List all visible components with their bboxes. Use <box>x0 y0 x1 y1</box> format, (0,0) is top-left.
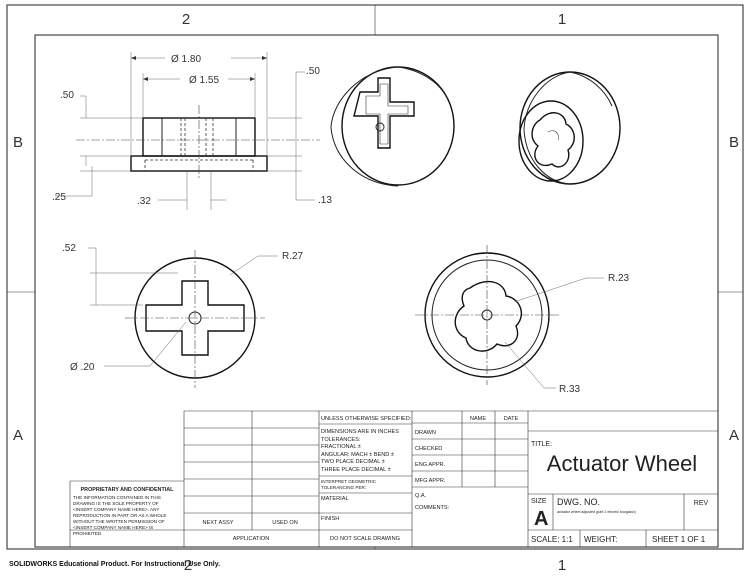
dim-left-height: .50 <box>60 90 74 101</box>
zone-label-right-a: A <box>729 427 739 444</box>
dim-base-height: .25 <box>52 192 66 203</box>
proprietary-line-6: <INSERT COMPANY NAME HERE> IS <box>73 525 153 530</box>
title-label: TITLE: <box>531 441 552 448</box>
rev-label: REV <box>694 500 709 507</box>
iso-view-trefoil <box>518 71 621 185</box>
dim-top-height: .50 <box>306 66 320 77</box>
app-used-on: USED ON <box>272 520 298 526</box>
dim-flange: .13 <box>318 195 332 206</box>
tol-line-1: DIMENSIONS ARE IN INCHES <box>321 429 399 435</box>
size-value: A <box>534 508 548 530</box>
approvals-eng-appr: ENG APPR. <box>415 462 446 468</box>
proprietary-line-7: PROHIBITED. <box>73 531 102 536</box>
zone-label-top-1: 1 <box>558 11 566 28</box>
top-view-trefoil <box>415 245 604 389</box>
dim-outer-dia: Ø 1.80 <box>171 54 201 65</box>
size-label: SIZE <box>531 498 547 505</box>
title-block-grid <box>69 410 718 547</box>
tol-interpret-1: INTERPRET GEOMETRIC <box>321 479 377 484</box>
weight-label: WEIGHT: <box>584 535 617 544</box>
dim-slot-width: .32 <box>137 196 151 207</box>
tol-header: UNLESS OTHERWISE SPECIFIED: <box>321 416 412 422</box>
dim-cross-offset: .52 <box>62 243 76 254</box>
dwg-no-value: actuator wheel adjusted (part 2 electric… <box>557 510 636 514</box>
dim-cross-radius: R.27 <box>282 251 304 262</box>
app-label: APPLICATION <box>233 536 270 542</box>
drawing-frame <box>34 34 719 548</box>
approvals-name-header: NAME <box>470 416 486 422</box>
dim-outer-radius: R.33 <box>559 384 581 395</box>
educational-footer: SOLIDWORKS Educational Product. For Inst… <box>9 561 221 568</box>
tol-do-not-scale: DO NOT SCALE DRAWING <box>330 536 400 542</box>
tol-line-6: THREE PLACE DECIMAL ± <box>321 467 391 473</box>
sheet-value: SHEET 1 OF 1 <box>652 535 706 544</box>
drawing-title: Actuator Wheel <box>547 451 697 476</box>
proprietary-line-1: THE INFORMATION CONTAINED IN THIS <box>73 495 161 500</box>
dwg-no-label: DWG. NO. <box>557 497 600 507</box>
tol-line-4: ANGULAR: MACH ± BEND ± <box>321 452 394 458</box>
proprietary-title: PROPRIETARY AND CONFIDENTIAL <box>81 487 175 493</box>
dim-hole-dia: Ø .20 <box>70 362 95 373</box>
zone-label-bottom-1: 1 <box>558 557 566 574</box>
tol-material: MATERIAL <box>321 496 349 502</box>
proprietary-line-3: <INSERT COMPANY NAME HERE>. ANY <box>73 507 159 512</box>
approvals-checked: CHECKED <box>415 446 442 452</box>
approvals-date-header: DATE <box>504 416 519 422</box>
top-view-cross <box>88 247 278 388</box>
tol-line-2: TOLERANCES: <box>321 437 361 443</box>
zone-label-right-b: B <box>729 134 739 151</box>
approvals-comments: COMMENTS: <box>415 505 450 511</box>
iso-view-cross <box>330 66 455 187</box>
app-next-assy: NEXT ASSY <box>203 520 234 526</box>
zone-label-top-2: 2 <box>182 11 190 28</box>
proprietary-line-4: REPRODUCTION IN PART OR AS A WHOLE <box>73 513 166 518</box>
zone-label-left-b: B <box>13 134 23 151</box>
tol-line-5: TWO PLACE DECIMAL ± <box>321 459 385 465</box>
zone-label-bottom-2: 2 <box>184 557 192 574</box>
approvals-mfg-appr: MFG APPR. <box>415 478 446 484</box>
tol-interpret-2: TOLERANCING PER: <box>321 485 366 490</box>
approvals-qa: Q.A. <box>415 493 427 499</box>
proprietary-line-2: DRAWING IS THE SOLE PROPERTY OF <box>73 501 159 506</box>
zone-ticks <box>7 5 743 549</box>
dim-inner-dia: Ø 1.55 <box>189 75 219 86</box>
proprietary-line-5: WITHOUT THE WRITTEN PERMISSION OF <box>73 519 165 524</box>
approvals-drawn: DRAWN <box>415 430 436 436</box>
dim-lobe-radius: R.23 <box>608 273 630 284</box>
front-view <box>55 52 320 210</box>
scale-value: SCALE: 1:1 <box>531 535 573 544</box>
zone-label-left-a: A <box>13 427 23 444</box>
tol-finish: FINISH <box>321 516 339 522</box>
tol-line-3: FRACTIONAL ± <box>321 444 361 450</box>
